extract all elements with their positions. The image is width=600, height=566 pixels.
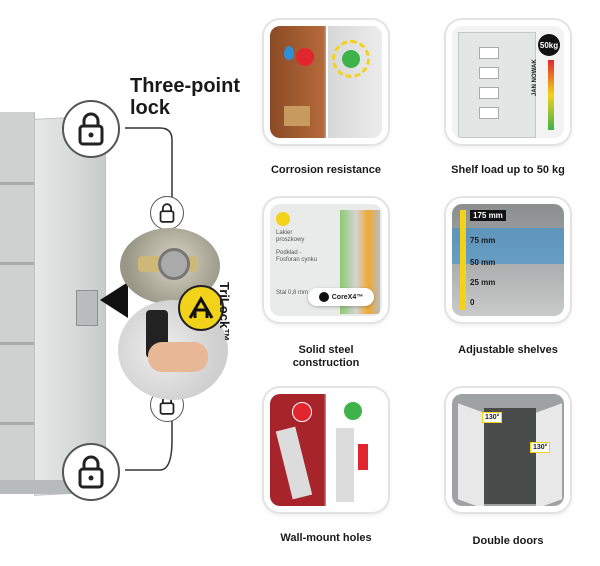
tile-steel: Lakier proszkowy Podkład - Fosforan cynk… [264, 198, 388, 322]
caption-steel: Solid steel construction [292, 344, 360, 369]
cabinet-lock [76, 290, 98, 326]
adjust-arrow [460, 210, 466, 310]
falling-cabinet [275, 426, 313, 500]
cabinet-interior [484, 408, 536, 504]
corex-badge: CoreX4™ [308, 288, 374, 306]
caption-shelf-load: Shelf load up to 50 kg [451, 164, 565, 176]
layer-text-3: Stal 0,8 mm [276, 290, 309, 296]
angle-left: 130° [482, 412, 503, 423]
load-gauge [548, 60, 554, 130]
padlock-icon [159, 203, 175, 223]
tile-wall-mount [264, 388, 388, 512]
paint-icon [276, 212, 290, 226]
brand-label: JAN NOWAK [532, 59, 538, 96]
caption-adjustable: Adjustable shelves [458, 344, 558, 356]
padlock-icon [78, 455, 104, 489]
cabinet-shelves [458, 32, 536, 138]
caption-double-doors: Double doors [472, 535, 544, 547]
trilock-icon [188, 296, 214, 319]
scale-0: 0 [470, 298, 475, 307]
person-icon [358, 444, 368, 470]
scale-25: 25 mm [470, 278, 496, 287]
tile-adjustable: 175 mm 75 mm 50 mm 25 mm 0 [446, 198, 570, 322]
load-badge: 50kg [538, 34, 560, 56]
scale-175: 175 mm [470, 210, 506, 221]
right-door [536, 403, 562, 506]
mounted-cabinet [336, 428, 354, 502]
scale-50: 50 mm [470, 258, 496, 267]
layer-text-1: Lakier proszkowy [276, 230, 305, 243]
shelf-highlight [452, 228, 564, 264]
layer-text-2: Podkład - Fosforan cynku [276, 250, 318, 263]
tile-shelf-load: 50kg JAN NOWAK [446, 20, 570, 144]
trilock-logo [178, 285, 224, 331]
left-door [458, 403, 484, 506]
bottom-lock-circle [62, 443, 120, 501]
lock-title: Three-point lock [130, 75, 240, 119]
corex-icon [318, 292, 329, 302]
caption-corrosion: Corrosion resistance [270, 164, 382, 176]
top-lock-circle [62, 100, 120, 158]
tile-corrosion [264, 20, 388, 144]
padlock-icon [78, 112, 104, 146]
caption-wall-mount: Wall-mount holes [280, 532, 372, 544]
scale-75: 75 mm [470, 236, 496, 245]
angle-right: 130° [530, 442, 551, 453]
happy-face-icon [344, 402, 362, 420]
water-drop-icon [284, 46, 294, 60]
protection-ring-icon [332, 40, 370, 78]
trilock-label: TriLock™ [217, 282, 232, 342]
tile-double-doors: 130° 130° [446, 388, 570, 512]
box-icon [284, 106, 310, 126]
sad-face-icon [292, 402, 312, 422]
mid-top-lock-circle [150, 196, 184, 230]
sad-face-icon [296, 48, 314, 66]
